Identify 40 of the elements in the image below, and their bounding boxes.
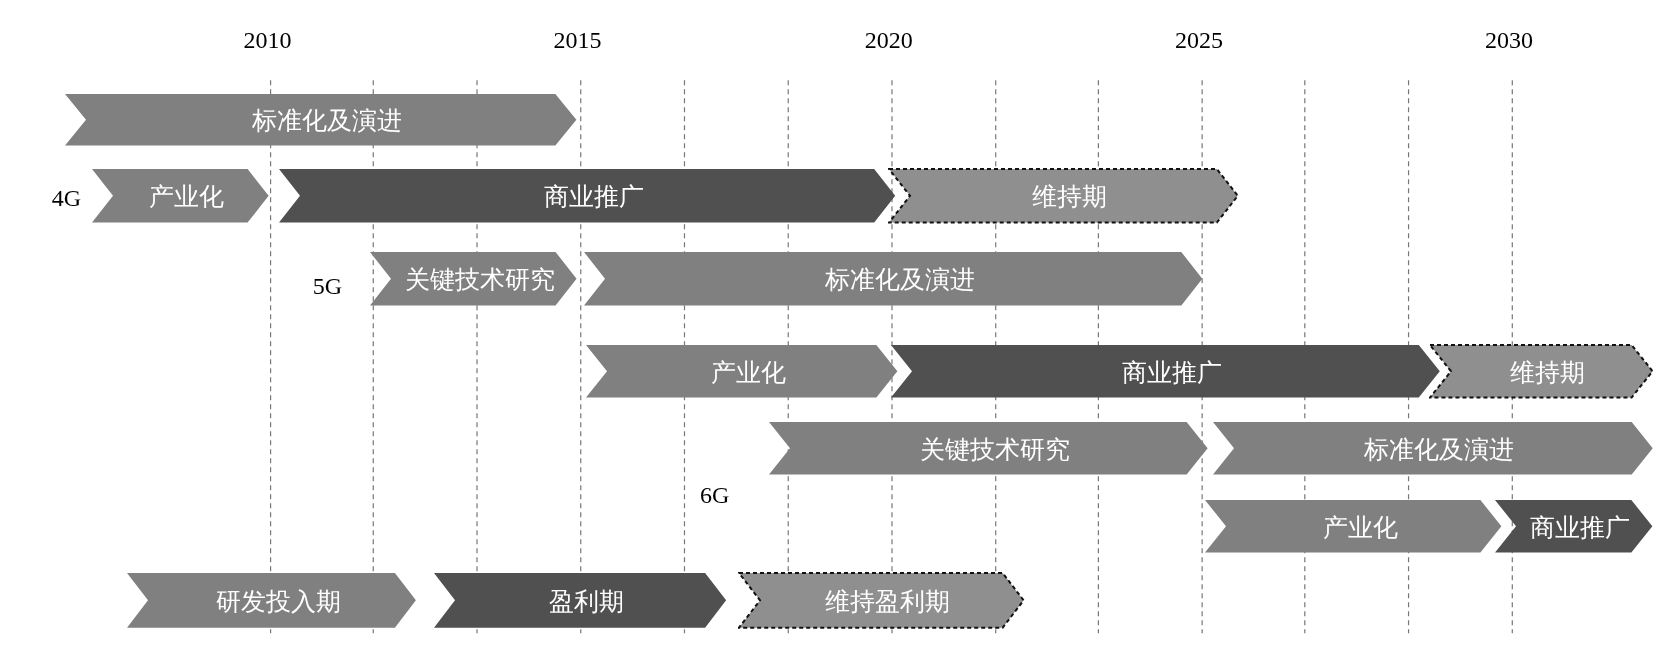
phase-label: 商业推广: [1120, 356, 1223, 389]
phase-band: [887, 167, 1239, 224]
phase-band: [585, 344, 899, 399]
phase-band: [1428, 344, 1654, 399]
phase-band: [1211, 421, 1654, 476]
phase-band: [767, 421, 1209, 476]
year-label: 2025: [1174, 27, 1223, 55]
phase-label: 产业化: [1321, 511, 1399, 544]
phase-band: [433, 572, 728, 629]
phase-band: [278, 167, 897, 224]
phase-band: [737, 572, 1025, 629]
year-label: 2020: [864, 27, 913, 55]
phase-band: [64, 93, 578, 147]
phase-label: 维持期: [1031, 180, 1109, 213]
phase-label: 商业推广: [542, 180, 645, 213]
phase-band: [126, 572, 418, 629]
phase-band: [90, 167, 270, 224]
phase-label: 维持盈利期: [824, 585, 952, 617]
phase-label: 标准化及演进: [251, 104, 404, 137]
generation-label: 4G: [51, 185, 82, 213]
phase-label: 关键技术研究: [918, 433, 1071, 466]
phase-label: 产业化: [709, 356, 787, 389]
phase-label: 标准化及演进: [823, 263, 976, 296]
phase-band: [1494, 499, 1654, 554]
phase-label: 标准化及演进: [1363, 433, 1516, 466]
phase-band: [1204, 499, 1503, 554]
phase-band: [368, 251, 578, 307]
phase-label: 维持期: [1509, 356, 1587, 389]
year-label: 2015: [553, 27, 602, 55]
generation-label: 5G: [312, 273, 343, 301]
year-label: 2010: [243, 27, 292, 55]
generation-label: 6G: [699, 481, 730, 509]
year-label: 2030: [1485, 27, 1534, 55]
phase-band: [889, 344, 1441, 399]
phase-label: 商业推广: [1529, 511, 1632, 544]
phase-band: [582, 251, 1204, 307]
phase-label: 产业化: [148, 180, 226, 213]
phase-label: 盈利期: [548, 585, 626, 617]
phase-label: 研发投入期: [214, 585, 342, 617]
phase-label: 关键技术研究: [403, 263, 556, 296]
